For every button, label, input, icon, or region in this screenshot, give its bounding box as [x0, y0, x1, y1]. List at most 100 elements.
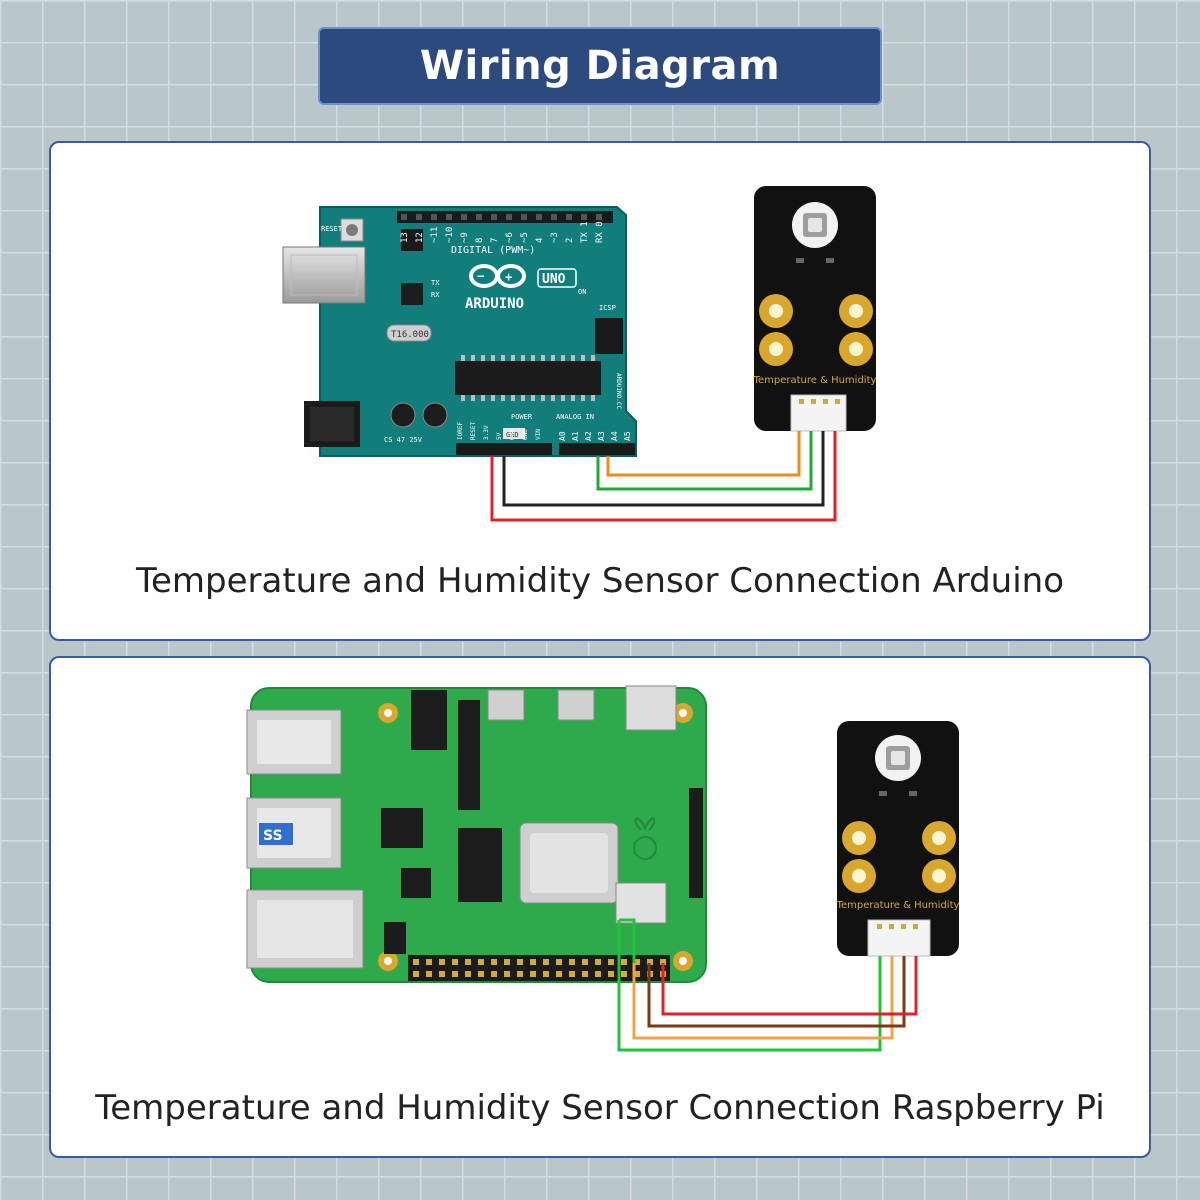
temperature-humidity-sensor: Temperature & Humidity: [753, 186, 877, 432]
gpio-pin: [543, 959, 549, 965]
arduino-wiring-diagram: DIGITAL (PWM~) RESET ICSP − + UNO: [282, 186, 877, 522]
camera-connector: [458, 700, 480, 810]
gpio-pin: [478, 959, 484, 965]
usb-b-port: [282, 246, 366, 304]
dpin-pin-label: 12: [415, 232, 425, 243]
micro-hdmi-2: [557, 689, 595, 721]
gpio-pin: [595, 959, 601, 965]
analog-header: [559, 443, 635, 455]
gpio-pin: [595, 971, 601, 977]
wire-orange: [606, 431, 801, 477]
gpio-pin: [478, 971, 484, 977]
site-label: ARDUINO.CC: [615, 373, 622, 410]
temperature-humidity-sensor: Temperature & Humidity: [836, 721, 960, 957]
sensor-label: Temperature & Humidity: [753, 375, 877, 386]
digital-label: DIGITAL (PWM~): [451, 245, 535, 256]
gpio-pin: [556, 959, 562, 965]
ppin-pin-label: 5V: [496, 432, 503, 440]
dpin-pin-label: ~9: [460, 232, 470, 243]
usb-interface-chip: [401, 283, 423, 305]
arduino-wires: [490, 431, 837, 522]
ppin-pin-label: GND: [522, 429, 529, 440]
apin-pin-label: A3: [597, 431, 606, 441]
digital-header: [397, 211, 613, 223]
audio-jack: [411, 690, 447, 750]
gpio-pin: [621, 971, 627, 977]
gpio-header: [408, 955, 670, 981]
ppin-pin-label: IOREF: [457, 422, 464, 440]
gpio-pin: [504, 959, 510, 965]
sensor-label: Temperature & Humidity: [836, 900, 960, 911]
ppin-pin-label: GND: [509, 429, 516, 440]
dpin-pin-label: 4: [535, 238, 545, 243]
micro-hdmi-1: [487, 689, 525, 721]
gpio-pin: [426, 971, 432, 977]
dpin-pin-label: ~10: [445, 227, 455, 243]
gpio-pin: [530, 971, 536, 977]
tx-label: TX: [431, 279, 440, 287]
wire-green: [596, 431, 813, 491]
gpio-pin: [465, 971, 471, 977]
dpin-pin-label: 7: [490, 238, 500, 243]
apin-pin-label: A2: [584, 431, 593, 441]
gpio-pin: [556, 971, 562, 977]
ram-chip: [458, 828, 502, 902]
gpio-pin: [582, 971, 588, 977]
dpin-pin-label: RX 0: [595, 221, 605, 243]
arduino-caption: Temperature and Humidity Sensor Connecti…: [135, 561, 1065, 601]
board-model: UNO: [542, 272, 566, 287]
wire-black: [502, 431, 825, 507]
gpio-pin: [621, 959, 627, 965]
arduino-logo: − +: [469, 264, 526, 288]
gpio-pin: [439, 959, 445, 965]
svg-text:−: −: [477, 269, 484, 283]
dpin-pin-label: 2: [565, 238, 575, 243]
dpin-pin-label: ~3: [550, 232, 560, 243]
apin-pin-label: A0: [558, 431, 567, 441]
gpio-pin: [491, 959, 497, 965]
apin-pin-label: A4: [610, 431, 619, 441]
dpin-pin-label: ~5: [520, 232, 530, 243]
gpio-pin: [517, 971, 523, 977]
board-brand: ARDUINO: [465, 296, 524, 312]
wire-red: [490, 431, 837, 522]
dpin-pin-label: ~11: [430, 227, 440, 243]
icsp-header: [595, 318, 623, 354]
dpin-pin-label: 13: [400, 232, 410, 243]
icsp-label: ICSP: [599, 304, 616, 312]
wire-brown: [647, 956, 906, 1028]
gpio-pin: [465, 959, 471, 965]
gpio-pin: [647, 959, 653, 965]
gpio-pin: [517, 959, 523, 965]
rpi-wires: [617, 918, 918, 1052]
gpio-pin: [582, 959, 588, 965]
ppin-pin-label: RESET: [470, 422, 477, 440]
arduino-panel: DIGITAL (PWM~) RESET ICSP − + UNO: [49, 141, 1151, 641]
gpio-pin: [413, 971, 419, 977]
gpio-pin: [504, 971, 510, 977]
gpio-pin: [426, 959, 432, 965]
analog-label: ANALOG IN: [556, 413, 594, 421]
ppin-pin-label: 3.3V: [483, 425, 490, 440]
gpio-pin: [608, 959, 614, 965]
rpi-wiring-diagram: SS: [246, 685, 960, 1052]
gpio-pin: [543, 971, 549, 977]
capacitor-label: CS 47 25V: [384, 436, 423, 444]
rx-label: RX: [431, 291, 440, 299]
dpin-pin-label: TX 1: [580, 221, 590, 243]
power-header: [456, 443, 552, 455]
gpio-pin: [452, 971, 458, 977]
gpio-pin: [569, 971, 575, 977]
gpio-pin: [530, 959, 536, 965]
rpi-panel: SS: [49, 656, 1151, 1158]
wire-orange: [632, 956, 894, 1040]
gpio-pin: [660, 959, 666, 965]
gpio-pin: [452, 959, 458, 965]
gpio-pin: [413, 959, 419, 965]
atmega-microcontroller: [455, 361, 601, 395]
gpio-pin: [569, 959, 575, 965]
gpio-pin: [634, 959, 640, 965]
raspberry-logo: [633, 816, 657, 860]
raspberry-pi-board: SS: [246, 685, 707, 983]
crystal: [386, 324, 432, 342]
